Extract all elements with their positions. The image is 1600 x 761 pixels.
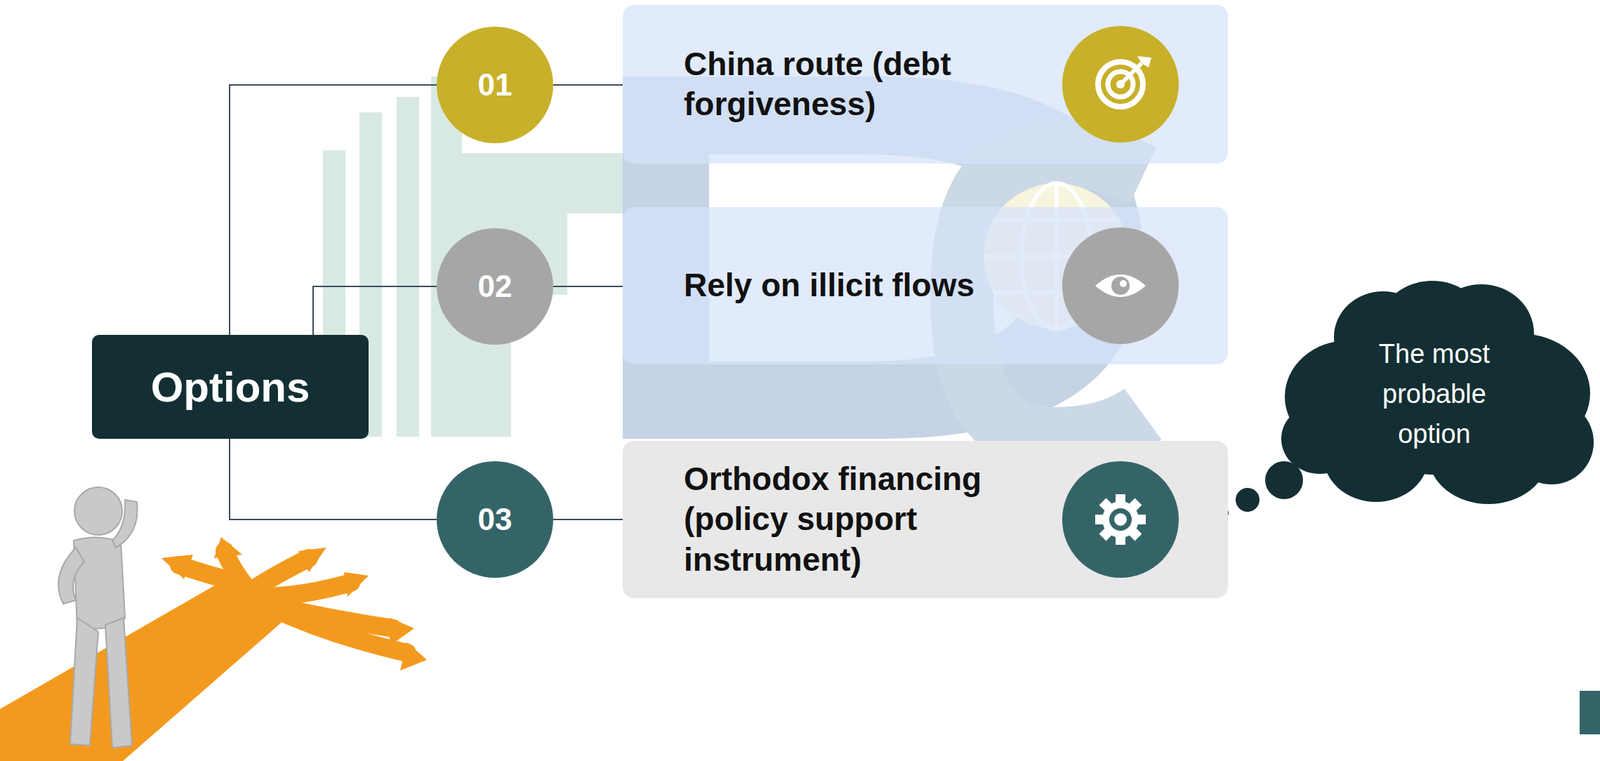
callout-number: 01 — [478, 67, 513, 103]
eye-icon — [1062, 227, 1179, 345]
option-panel: China route (debt forgiveness) — [622, 4, 1228, 164]
connector-line — [313, 286, 437, 335]
root-box: Options — [91, 334, 369, 439]
number-circle: 02 — [436, 228, 554, 345]
number-circle: 01 — [436, 26, 554, 144]
gear-icon — [1062, 461, 1179, 578]
connector-line — [229, 84, 437, 335]
connector-line — [553, 518, 623, 521]
connector-line — [229, 438, 437, 520]
target-icon — [1062, 25, 1179, 143]
node-label: The most probable option — [1353, 334, 1516, 455]
thought-bubbles — [1217, 461, 1304, 519]
callout-number: 03 — [478, 501, 513, 538]
callout-number: 02 — [478, 268, 513, 304]
number-circle: 03 — [436, 461, 554, 578]
option-panel: Orthodox financing (policy support instr… — [622, 440, 1228, 599]
node-label: Options — [150, 362, 311, 412]
connector-line — [553, 84, 623, 86]
thought-cloud: The most probable option — [1270, 277, 1598, 511]
node-label: Orthodox financing (policy support instr… — [683, 459, 1063, 581]
corner-tab — [1579, 690, 1600, 735]
node-label: China route (debt forgiveness) — [683, 44, 1063, 125]
connector-line — [553, 285, 623, 288]
crossroads-figure — [0, 487, 427, 761]
option-panel: Rely on illicit flows — [622, 207, 1228, 365]
node-label: Rely on illicit flows — [683, 265, 975, 307]
